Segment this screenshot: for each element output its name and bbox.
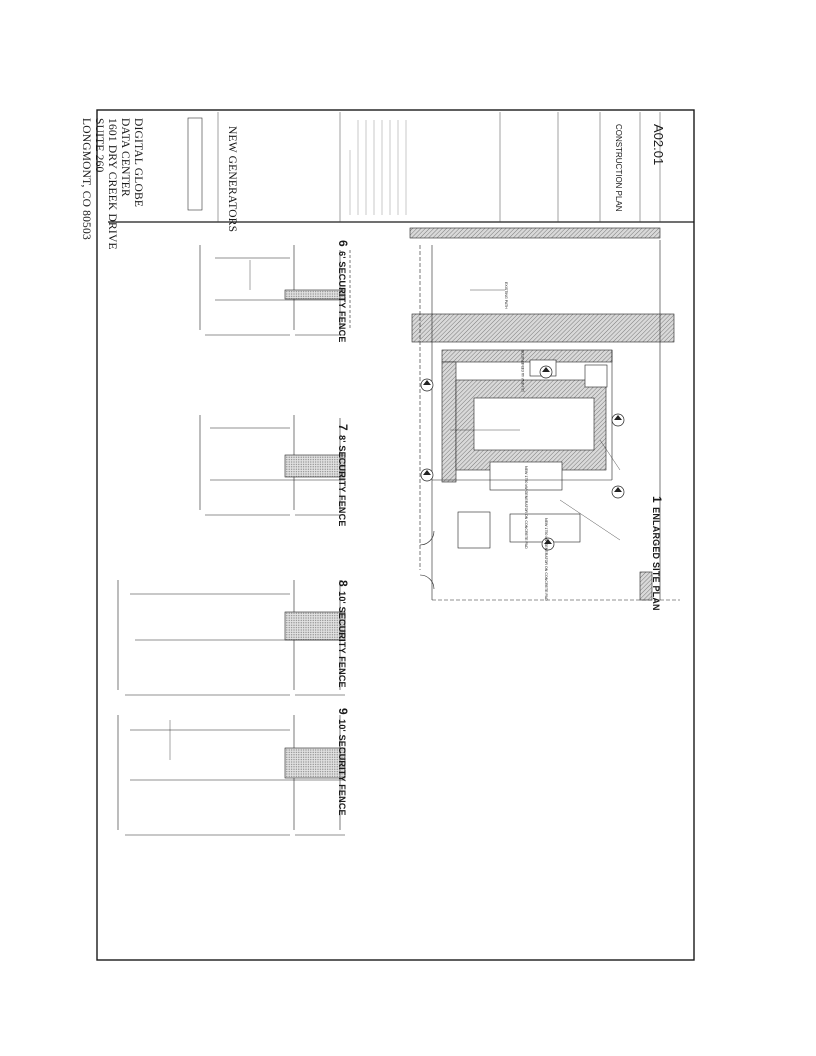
existing-path-label: EXISTING PATH — [504, 282, 508, 309]
sheet-border — [96, 109, 695, 961]
site-plan-number: 1 — [650, 496, 664, 503]
company-name: DIGITAL GLOBE — [132, 118, 144, 208]
detail-6-title: 6' SECURITY FENCE — [337, 251, 347, 343]
detail-8-number: 8 — [336, 580, 350, 587]
detail-7-title: 8' SECURITY FENCE — [337, 435, 347, 527]
sheet-title: CONSTRUCTION PLAN — [614, 124, 623, 212]
fence-detail-6 — [199, 245, 351, 336]
fence-detail-8 — [117, 580, 346, 696]
title-block-address: DIGITAL GLOBE DATA CENTER 1601 DRY CREEK… — [79, 118, 144, 250]
site-plan-title: ENLARGED SITE PLAN — [651, 507, 661, 611]
detail-8-title: 10' SECURITY FENCE — [337, 591, 347, 688]
sheet-number: A02.01 — [651, 124, 666, 166]
detail-7-title-block: 7 8' SECURITY FENCE — [334, 424, 352, 527]
detail-9-title-block: 9 10' SECURITY FENCE — [334, 708, 352, 816]
detail-8-title-block: 8 10' SECURITY FENCE — [334, 580, 352, 688]
address-line-5: LONGMONT, CO 80503 — [80, 118, 92, 240]
fence-detail-9 — [117, 715, 346, 836]
fence-detail-7 — [199, 415, 346, 516]
generator-2-label: NEW 1750 kW GENERATOR ON CONCRETE PAD — [524, 466, 528, 549]
detail-6-title-block: 6 6' SECURITY FENCE — [334, 240, 352, 343]
address-line-4: SUITE 260 — [93, 118, 105, 173]
generator-1-label: (2) NEW 4A GENERATOR — [521, 349, 525, 392]
site-plan-title-block: 1 ENLARGED SITE PLAN — [648, 496, 666, 611]
detail-9-title: 10' SECURITY FENCE — [337, 719, 347, 816]
address-line-3: 1601 DRY CREEK DRIVE — [106, 118, 118, 250]
detail-9-number: 9 — [336, 708, 350, 715]
detail-7-number: 7 — [336, 424, 350, 431]
project-name: NEW GENERATORS — [226, 126, 238, 233]
address-line-2: DATA CENTER — [119, 118, 131, 197]
site-plan — [409, 227, 680, 601]
detail-6-number: 6 — [336, 240, 350, 247]
generator-3-label: NEW 1750 kW GENERATOR ON CONCRETE PAD — [544, 518, 548, 601]
